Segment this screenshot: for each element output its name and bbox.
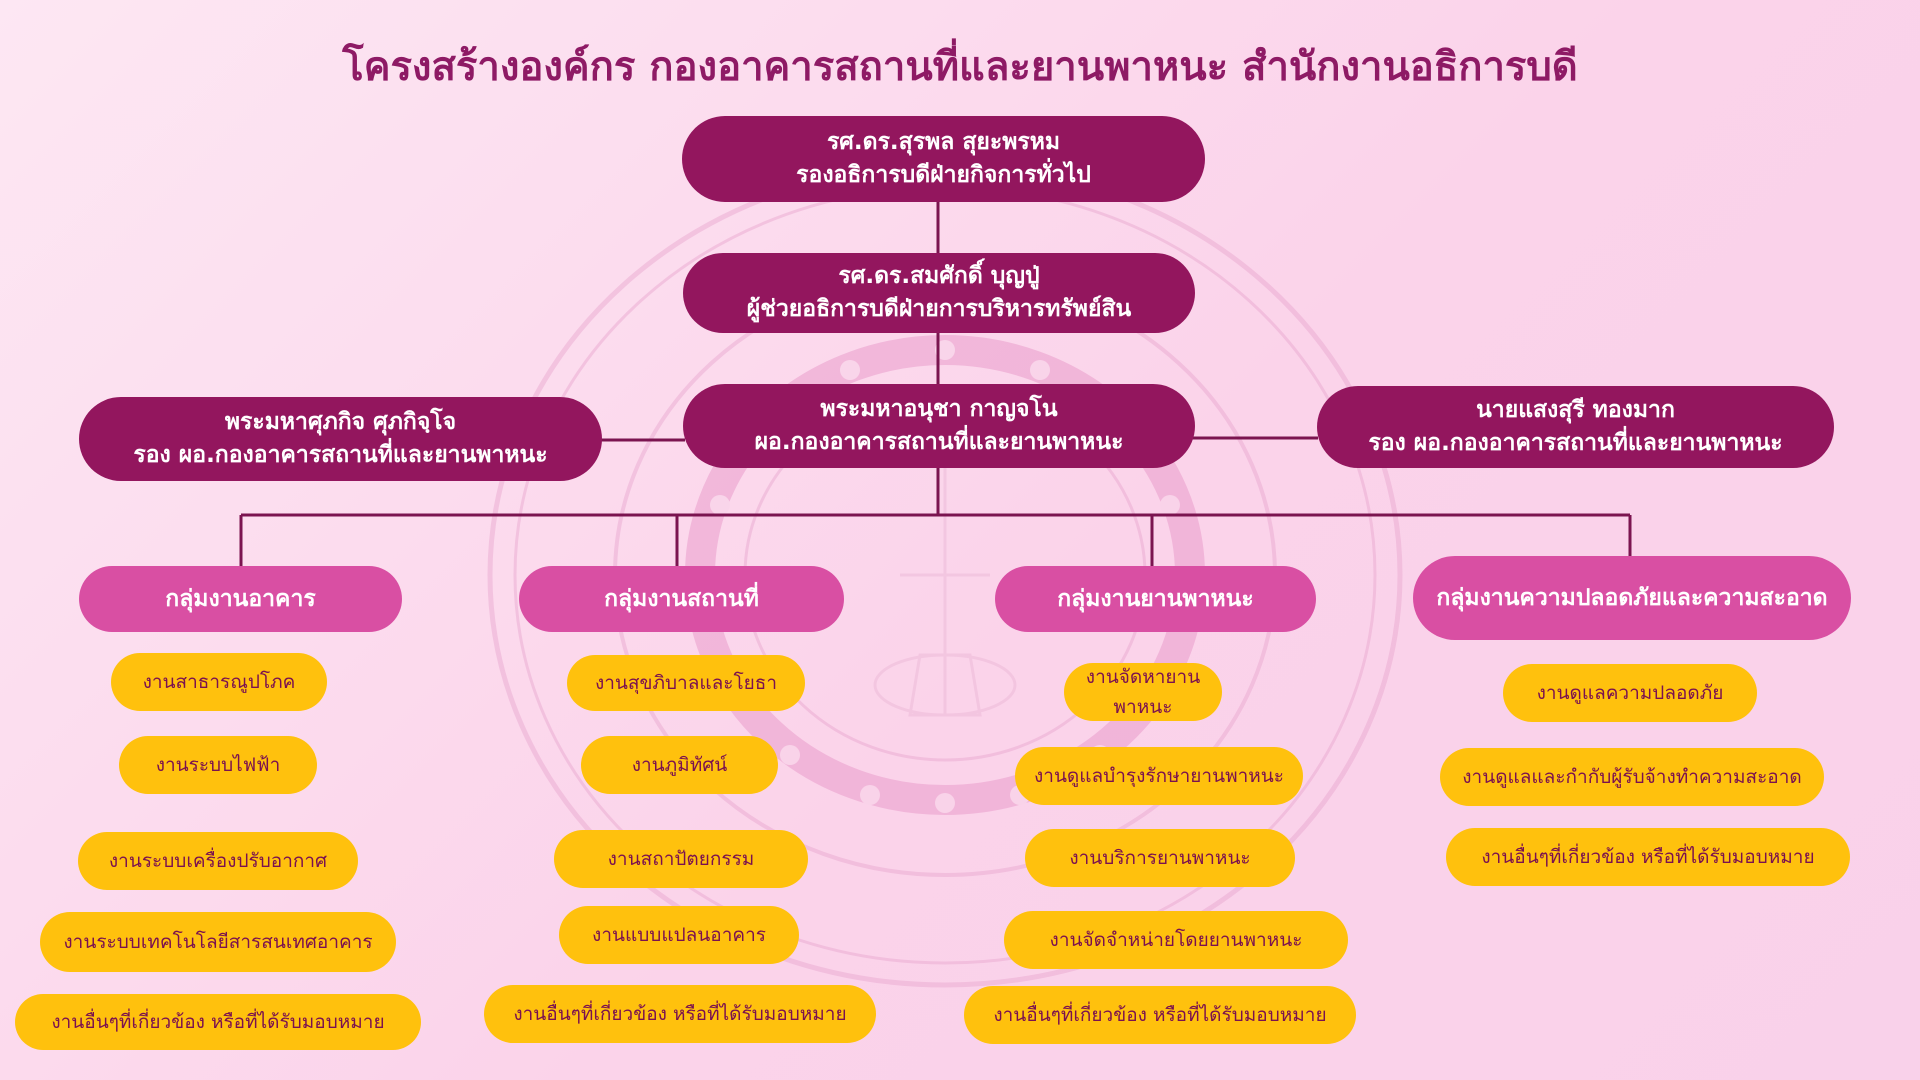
director-position: ผอ.กองอาคารสถานที่และยานพาหนะ — [754, 429, 1124, 455]
task-label: งานดูแลบำรุงรักษายานพาหนะ — [1034, 765, 1284, 787]
group-premises-label: กลุ่มงานสถานที่ — [604, 586, 759, 612]
assistant-president-position: ผู้ช่วยอธิการบดีฝ่ายการบริหารทรัพย์สิน — [746, 296, 1132, 322]
task-label: งานสถาปัตยกรรม — [607, 848, 755, 870]
task-label: งานอื่นๆที่เกี่ยวข้อง หรือที่ได้รับมอบหม… — [1481, 846, 1815, 868]
task-label: งานภูมิทัศน์ — [631, 754, 728, 776]
assistant-president-box: รศ.ดร.สมศักดิ์ บุญปู่ ผู้ช่วยอธิการบดีฝ่… — [683, 253, 1195, 333]
task-premises-3: งานสถาปัตยกรรม — [554, 830, 808, 888]
task-label: งานอื่นๆที่เกี่ยวข้อง หรือที่ได้รับมอบหม… — [51, 1011, 385, 1033]
task-label: งานระบบเครื่องปรับอากาศ — [108, 850, 328, 872]
task-label: งานบริการยานพาหนะ — [1069, 847, 1251, 869]
task-vehicles-4: งานจัดจำหน่ายโดยยานพาหนะ — [1004, 911, 1348, 969]
task-label: งานแบบแปลนอาคาร — [592, 924, 766, 946]
task-building-1: งานสาธารณูปโภค — [111, 653, 327, 711]
group-premises: กลุ่มงานสถานที่ — [519, 566, 844, 632]
director-name: พระมหาอนุชา กาญจโน — [820, 396, 1058, 422]
task-premises-4: งานแบบแปลนอาคาร — [559, 906, 799, 964]
group-vehicles-label: กลุ่มงานยานพาหนะ — [1057, 586, 1254, 612]
task-vehicles-1: งานจัดหายานพาหนะ — [1064, 663, 1222, 721]
task-label: งานระบบเทคโนโลยีสารสนเทศอาคาร — [63, 931, 373, 953]
deputy-right-name: นายแสงสุรี ทองมาก — [1476, 397, 1675, 423]
task-label: งานสุขภิบาลและโยธา — [594, 672, 778, 694]
task-building-2: งานระบบไฟฟ้า — [119, 736, 317, 794]
vice-president-name: รศ.ดร.สุรพล สุยะพรหม — [826, 129, 1061, 155]
vice-president-position: รองอธิการบดีฝ่ายกิจการทั่วไป — [796, 162, 1091, 188]
deputy-left-position: รอง ผอ.กองอาคารสถานที่และยานพาหนะ — [133, 442, 548, 468]
task-vehicles-2: งานดูแลบำรุงรักษายานพาหนะ — [1015, 747, 1303, 805]
group-vehicles: กลุ่มงานยานพาหนะ — [995, 566, 1316, 632]
task-label: งานจัดจำหน่ายโดยยานพาหนะ — [1049, 929, 1303, 951]
task-vehicles-5: งานอื่นๆที่เกี่ยวข้อง หรือที่ได้รับมอบหม… — [964, 986, 1356, 1044]
task-label: งานจัดหายานพาหนะ — [1085, 666, 1201, 718]
task-label: งานระบบไฟฟ้า — [155, 754, 281, 776]
deputy-director-right-box: นายแสงสุรี ทองมาก รอง ผอ.กองอาคารสถานที่… — [1317, 386, 1834, 468]
group-safety-cleanliness: กลุ่มงานความปลอดภัยและความสะอาด — [1413, 556, 1851, 640]
task-safety-2: งานดูแลและกำกับผู้รับจ้างทำความสะอาด — [1440, 748, 1824, 806]
deputy-left-name: พระมหาศุภกิจ ศุภกิจฺโจ — [224, 409, 457, 435]
task-building-5: งานอื่นๆที่เกี่ยวข้อง หรือที่ได้รับมอบหม… — [15, 994, 421, 1050]
task-building-3: งานระบบเครื่องปรับอากาศ — [78, 832, 358, 890]
task-label: งานอื่นๆที่เกี่ยวข้อง หรือที่ได้รับมอบหม… — [993, 1004, 1327, 1026]
task-building-4: งานระบบเทคโนโลยีสารสนเทศอาคาร — [40, 912, 396, 972]
task-label: งานดูแลความปลอดภัย — [1536, 682, 1724, 704]
page-title: โครงสร้างองค์กร กองอาคารสถานที่และยานพาห… — [342, 44, 1578, 90]
task-safety-3: งานอื่นๆที่เกี่ยวข้อง หรือที่ได้รับมอบหม… — [1446, 828, 1850, 886]
task-premises-1: งานสุขภิบาลและโยธา — [567, 655, 805, 711]
task-vehicles-3: งานบริการยานพาหนะ — [1025, 829, 1295, 887]
vice-president-box: รศ.ดร.สุรพล สุยะพรหม รองอธิการบดีฝ่ายกิจ… — [682, 116, 1205, 202]
director-box: พระมหาอนุชา กาญจโน ผอ.กองอาคารสถานที่และ… — [683, 384, 1195, 468]
task-label: งานดูแลและกำกับผู้รับจ้างทำความสะอาด — [1462, 766, 1802, 788]
group-safety-label: กลุ่มงานความปลอดภัยและความสะอาด — [1436, 585, 1828, 611]
deputy-right-position: รอง ผอ.กองอาคารสถานที่และยานพาหนะ — [1368, 430, 1783, 456]
task-label: งานอื่นๆที่เกี่ยวข้อง หรือที่ได้รับมอบหม… — [513, 1003, 847, 1025]
group-building-label: กลุ่มงานอาคาร — [165, 586, 316, 612]
assistant-president-name: รศ.ดร.สมศักดิ์ บุญปู่ — [838, 263, 1040, 289]
group-building: กลุ่มงานอาคาร — [79, 566, 402, 632]
task-premises-2: งานภูมิทัศน์ — [581, 736, 778, 794]
task-safety-1: งานดูแลความปลอดภัย — [1503, 664, 1757, 722]
task-label: งานสาธารณูปโภค — [142, 671, 296, 693]
task-premises-5: งานอื่นๆที่เกี่ยวข้อง หรือที่ได้รับมอบหม… — [484, 985, 876, 1043]
deputy-director-left-box: พระมหาศุภกิจ ศุภกิจฺโจ รอง ผอ.กองอาคารสถ… — [79, 397, 602, 481]
